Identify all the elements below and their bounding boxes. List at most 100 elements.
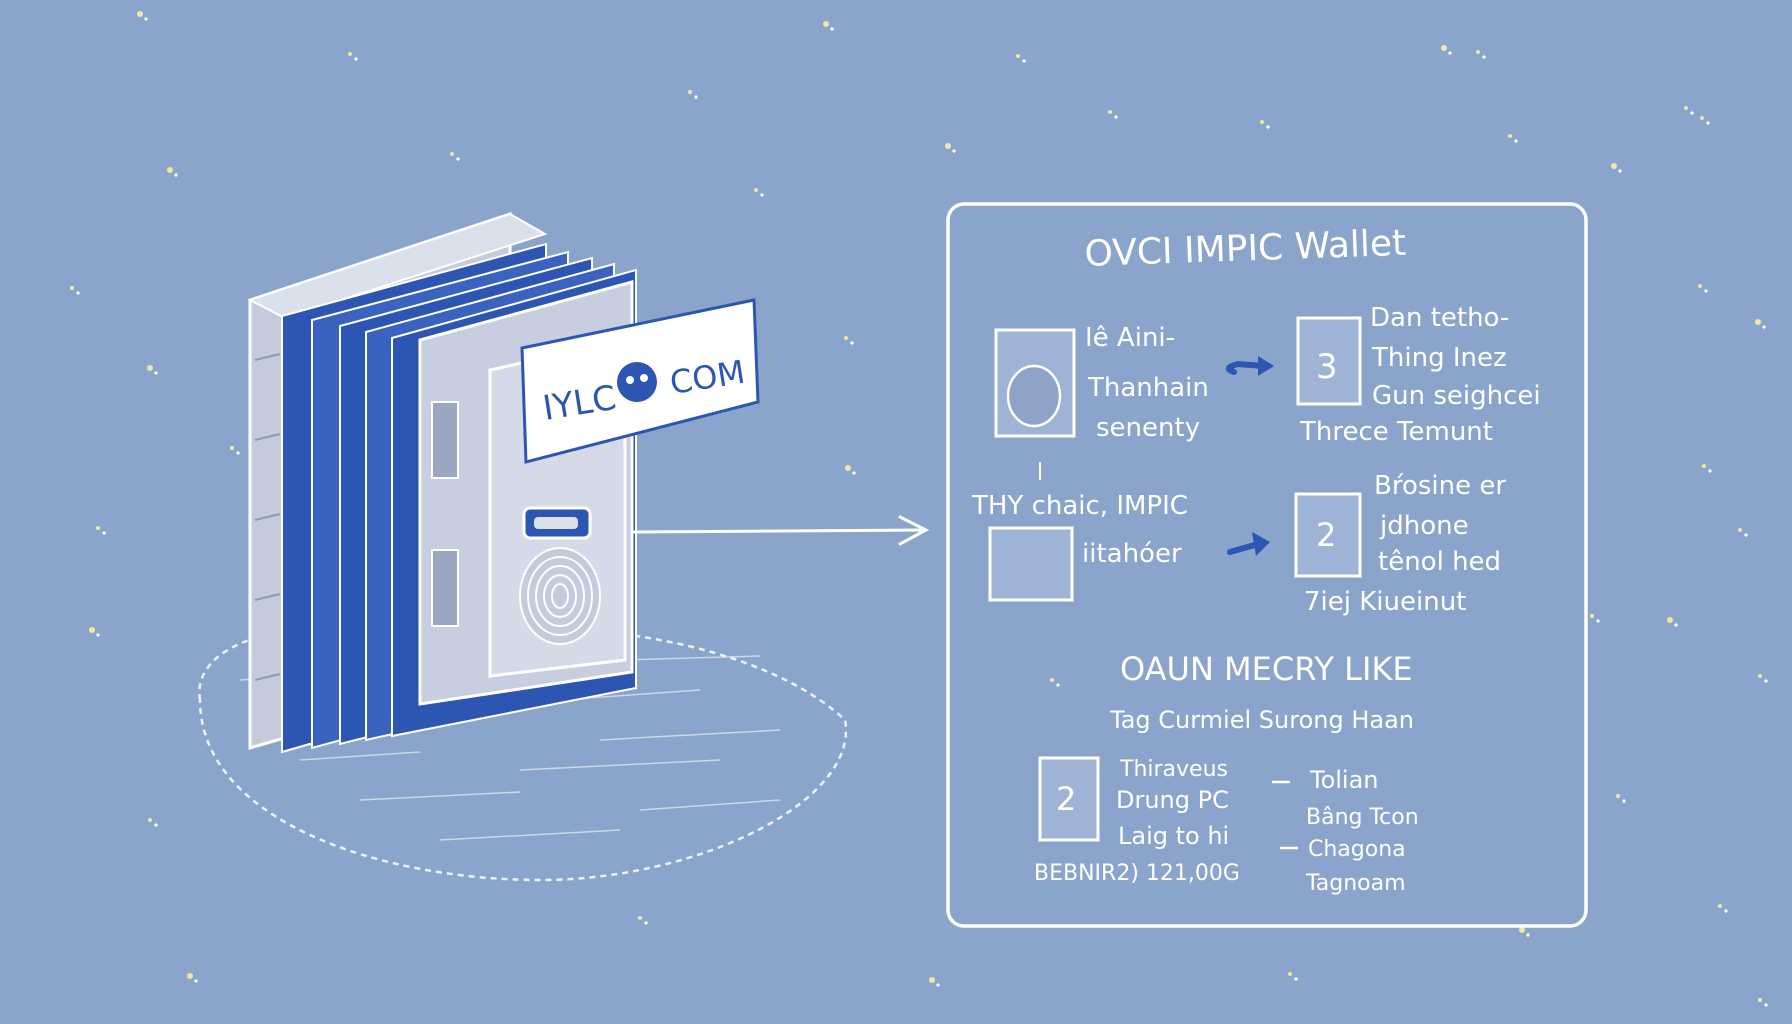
row1-arrow-icon [1225,360,1267,375]
star-sparkle [354,57,358,61]
star-sparkle [1758,998,1762,1002]
star-sparkle [1022,59,1026,63]
star-sparkle [148,818,152,822]
wallet-device: IYLC COM [198,211,848,882]
row2-right-box [1294,492,1362,578]
star-sparkle [1448,51,1452,55]
star-sparkle [1294,977,1298,981]
row2-heading: THY chaic, IMPIC [971,491,1188,521]
left-slot-bottom [431,549,459,627]
row1-left-line-1: Iê Aini- [1085,323,1175,353]
star-sparkle [1764,679,1768,683]
star-sparkle [1266,125,1270,129]
row1-left-line-2: Thanhain [1087,373,1209,403]
star-sparkle [850,341,854,345]
status-slot-inner [534,517,578,529]
star-sparkle [1596,619,1600,623]
star-sparkle [1616,794,1620,798]
star-sparkle [96,633,100,637]
star-sparkle [1288,972,1292,976]
star-sparkle [1476,50,1480,54]
star-sparkle [1622,799,1626,803]
star-sparkle [1260,120,1264,124]
row1-right-line-2: Thing Inez [1371,343,1507,373]
star-sparkle [137,11,143,17]
star-sparkle [760,193,764,197]
panel-frame [946,202,1588,928]
star-sparkle [154,823,158,827]
star-sparkle [638,916,642,920]
star-sparkle [456,157,460,161]
star-field [70,11,1768,1007]
star-sparkle [1050,678,1054,682]
row2-right-line-3: tênol hed [1378,547,1501,577]
star-sparkle [1702,464,1706,468]
wallet-top-edge [247,212,548,320]
star-sparkle [952,149,956,153]
star-sparkle [147,365,153,371]
row1-right-line-3: Gun seighcei [1372,381,1541,411]
row1-right-line-1: Dan tetho- [1370,303,1509,333]
star-sparkle [1718,904,1722,908]
row2-arrow-head [1252,532,1270,556]
star-sparkle [830,27,834,31]
left-slot-top [431,401,459,479]
star-sparkle [89,627,95,633]
star-sparkle [1526,933,1530,937]
star-sparkle [1758,674,1762,678]
star-sparkle [194,979,198,983]
star-sparkle [144,17,148,21]
star-sparkle [1698,284,1702,288]
section2-left-line-4: BEBNIR2) 121,00G [1034,861,1240,886]
star-sparkle [1016,54,1020,58]
star-sparkle [1700,116,1704,120]
star-sparkle [852,471,856,475]
star-sparkle [1762,325,1766,329]
star-sparkle [1724,909,1728,913]
row1-arrow-head [1258,356,1274,376]
row2-right-box-glyph: 2 [1316,516,1336,554]
row1-thumbnail [994,328,1076,438]
star-sparkle [688,90,692,94]
star-sparkle [1690,111,1694,115]
section2-left-line-3: Laig to hi [1118,822,1229,850]
shadow-scribble [198,626,848,882]
section2-title: OAUN MECRY LIKE [1120,650,1413,688]
star-sparkle [96,526,100,530]
section2-right-line-3: Chagona [1308,837,1406,862]
section2-right-line-4: Tagnoam [1305,871,1406,896]
star-sparkle [1667,617,1673,623]
star-sparkle [102,531,106,535]
star-sparkle [1684,106,1688,110]
star-sparkle [230,446,234,450]
star-sparkle [1764,1003,1768,1007]
circle-icon [1006,364,1062,428]
star-sparkle [1611,163,1617,169]
star-sparkle [1590,614,1594,618]
star-sparkle [945,143,951,149]
star-sparkle [1755,319,1761,325]
panel-title: OVCI IMPIC Wallet [1084,223,1407,275]
fingerprint-icon [519,547,601,645]
section2-right-line-1: Tolian [1309,766,1379,794]
row2-right-line-1: Bŕosine er [1374,471,1506,501]
star-sparkle [1708,469,1712,473]
row1-right-box [1296,316,1362,406]
star-sparkle [1706,121,1710,125]
star-sparkle [694,95,698,99]
star-sparkle [1514,139,1518,143]
star-sparkle [644,921,648,925]
row2-left-line-1: iitahóer [1082,539,1182,569]
row2-thumbnail [988,526,1074,602]
star-sparkle [187,973,193,979]
star-sparkle [929,977,935,983]
connector-arrow [630,515,930,546]
star-sparkle [1056,683,1060,687]
star-sparkle [845,465,851,471]
star-sparkle [70,286,74,290]
star-sparkle [154,371,158,375]
row2-right-line-2: jdhone [1379,511,1469,541]
section2-left-line-1: Thiraveus [1119,757,1228,782]
star-sparkle [823,21,829,27]
